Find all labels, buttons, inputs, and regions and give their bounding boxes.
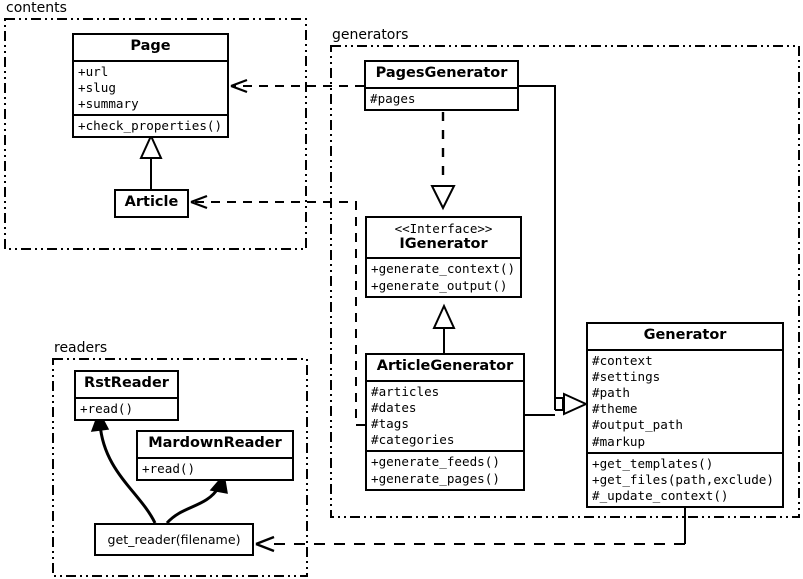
class-name-mardownreader: MardownReader	[148, 435, 282, 451]
attribute: #tags	[371, 416, 409, 431]
attribute: #markup	[592, 433, 646, 449]
operation: +generate_feeds()	[371, 454, 500, 470]
operation: +generate_context()	[371, 261, 516, 277]
class-stereotype-igenerator: <<Interface>>	[394, 221, 493, 236]
package-frame-readers	[52, 358, 308, 577]
attribute: #path	[592, 385, 630, 400]
attribute: #settings	[592, 368, 661, 384]
class-attributes-pagesgenerator: #pages	[366, 86, 517, 109]
class-name-generator: Generator	[643, 327, 727, 343]
operation: +check_properties()	[78, 118, 223, 134]
class-operations-rstreader: +read()	[76, 396, 177, 419]
package-frame-generators	[330, 45, 800, 518]
attribute: +url	[78, 63, 109, 79]
class-name-igenerator: IGenerator	[399, 235, 488, 252]
relationship-getreader-mardownreader	[165, 473, 228, 525]
class-box-generator[interactable]: Generator #context #settings #path #them…	[586, 322, 784, 509]
class-box-igenerator[interactable]: <<Interface>> IGenerator +generate_conte…	[365, 216, 522, 298]
relationship-articlegenerator-igenerator	[432, 303, 456, 353]
attribute: #output_path	[592, 417, 683, 433]
attribute: #context	[592, 352, 653, 368]
attribute: +slug	[78, 79, 116, 95]
function-box-get-reader[interactable]: get_reader(filename)	[94, 523, 254, 556]
attribute: +summary	[78, 96, 139, 111]
package-label-contents: contents	[6, 0, 67, 16]
class-box-rstreader[interactable]: RstReader +read()	[74, 370, 179, 421]
operation: +get_files(path,exclude)	[592, 471, 774, 487]
operation: +generate_output()	[371, 277, 508, 293]
class-box-article[interactable]: Article	[114, 189, 189, 218]
class-box-page[interactable]: Page +url +slug +summary +check_properti…	[72, 33, 229, 139]
relationship-article-page	[139, 133, 163, 189]
class-attributes-generator: #context #settings #path #theme #output_…	[588, 348, 782, 452]
class-name-pagesgenerator: PagesGenerator	[375, 65, 508, 81]
class-attributes-articlegenerator: #articles #dates #tags #categories	[367, 379, 523, 451]
class-box-mardownreader[interactable]: MardownReader +read()	[136, 430, 294, 481]
class-operations-mardownreader: +read()	[138, 456, 292, 479]
class-box-pagesgenerator[interactable]: PagesGenerator #pages	[364, 60, 519, 111]
class-name-article: Article	[124, 194, 179, 210]
relationship-pagesgenerator-page	[230, 78, 364, 94]
package-label-readers: readers	[54, 340, 108, 356]
package-frame-contents	[4, 18, 307, 250]
class-header-igenerator: <<Interface>> IGenerator	[367, 218, 520, 257]
class-name-articlegenerator: ArticleGenerator	[376, 358, 514, 374]
operation: +read()	[142, 460, 196, 476]
operation: +get_templates()	[592, 455, 714, 471]
class-attributes-page: +url +slug +summary	[74, 59, 227, 115]
relationship-articlegenerator-article	[190, 194, 365, 426]
relationship-pagesgenerator-igenerator	[430, 112, 456, 211]
operation: +read()	[80, 400, 134, 416]
function-name-get-reader: get_reader(filename)	[107, 532, 241, 547]
package-label-generators: generators	[332, 27, 409, 43]
attribute: #pages	[370, 90, 416, 106]
relationship-generators-generator	[519, 85, 589, 416]
attribute: #articles	[371, 383, 440, 399]
class-operations-articlegenerator: +generate_feeds() +generate_pages()	[367, 450, 523, 488]
class-operations-generator: +get_templates() +get_files(path,exclude…	[588, 451, 782, 507]
class-box-articlegenerator[interactable]: ArticleGenerator #articles #dates #tags …	[365, 353, 525, 491]
class-name-rstreader: RstReader	[84, 375, 169, 391]
attribute: #dates	[371, 399, 417, 415]
attribute: #categories	[371, 432, 455, 448]
attribute: #theme	[592, 401, 638, 417]
class-name-page: Page	[130, 38, 171, 54]
class-operations-igenerator: +generate_context() +generate_output()	[367, 257, 520, 295]
class-operations-page: +check_properties()	[74, 114, 227, 136]
operation: +generate_pages()	[371, 470, 500, 486]
operation: #_update_context()	[592, 488, 729, 504]
